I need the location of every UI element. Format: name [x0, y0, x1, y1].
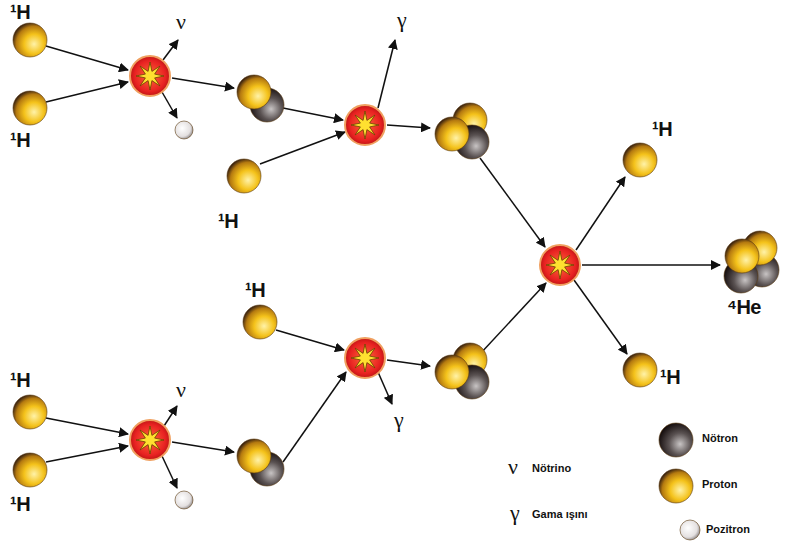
isotope-label: ¹H — [245, 279, 265, 301]
arrows-part — [164, 406, 177, 426]
isotope-label: ¹H — [660, 366, 680, 388]
neutrino-symbol: ν — [176, 378, 186, 402]
legend-text: Gama ışını — [532, 508, 588, 521]
arrows — [46, 40, 720, 488]
neutrino-symbol: ν — [176, 10, 186, 34]
legend-text: Nötrino — [532, 462, 571, 475]
arrows-part — [480, 283, 546, 354]
particles-part — [237, 439, 271, 473]
particles-part — [237, 75, 271, 109]
arrows-part — [162, 456, 177, 488]
reactions-part — [345, 338, 385, 378]
isotope-label: ¹H — [218, 210, 238, 232]
legend-text: Pozitron — [706, 523, 750, 536]
legend-swatches-part — [659, 469, 693, 503]
arrows-part — [582, 264, 720, 266]
isotope-label: ¹H — [10, 493, 30, 515]
reactions — [130, 56, 580, 460]
gamma-symbol: γ — [394, 408, 404, 432]
particles — [13, 23, 779, 509]
arrows-part — [378, 372, 392, 404]
arrows-part — [276, 330, 344, 350]
reactions-part — [540, 245, 580, 285]
particles-part — [623, 143, 657, 177]
legend-symbol: γ — [510, 501, 520, 525]
arrows-part — [480, 158, 545, 247]
arrows-part — [163, 40, 178, 60]
arrows-part — [574, 280, 627, 354]
particles-part — [175, 491, 193, 509]
arrows-part — [46, 82, 128, 102]
arrows-part — [46, 446, 128, 462]
arrows-part — [172, 78, 234, 88]
particles-part — [13, 395, 47, 429]
arrows-part — [576, 177, 625, 250]
arrows-part — [378, 40, 395, 108]
particles-part — [725, 239, 759, 273]
arrows-part — [387, 125, 430, 128]
particles-part — [13, 91, 47, 125]
legend-swatches-part — [659, 423, 693, 457]
particles-part — [435, 117, 469, 151]
arrows-part — [260, 132, 345, 164]
arrows-part — [172, 442, 234, 452]
particles-part — [435, 355, 469, 389]
arrows-part — [46, 418, 128, 434]
particles-part — [13, 453, 47, 487]
isotope-label: ¹H — [10, 369, 30, 391]
isotope-label: ¹H — [10, 1, 30, 23]
legend-text: Nötron — [702, 432, 738, 445]
isotope-label: ⁴He — [727, 296, 761, 318]
legend-swatches — [659, 423, 700, 540]
gamma-symbol: γ — [397, 8, 407, 32]
arrows-part — [162, 92, 177, 118]
particles-part — [175, 121, 193, 139]
isotope-label: ¹H — [652, 118, 672, 140]
legend-swatches-part — [680, 520, 700, 540]
isotope-label: ¹H — [10, 129, 30, 151]
legend-text: Proton — [702, 478, 737, 491]
legend-symbol: ν — [508, 455, 518, 479]
particles-part — [623, 353, 657, 387]
arrows-part — [387, 360, 430, 366]
arrows-part — [46, 46, 128, 70]
particles-part — [13, 23, 47, 57]
particles-part — [243, 305, 277, 339]
arrows-part — [283, 108, 343, 120]
particles-part — [227, 159, 261, 193]
reactions-part — [130, 56, 170, 96]
reactions-part — [130, 420, 170, 460]
reactions-part — [345, 105, 385, 145]
arrows-part — [283, 372, 346, 462]
